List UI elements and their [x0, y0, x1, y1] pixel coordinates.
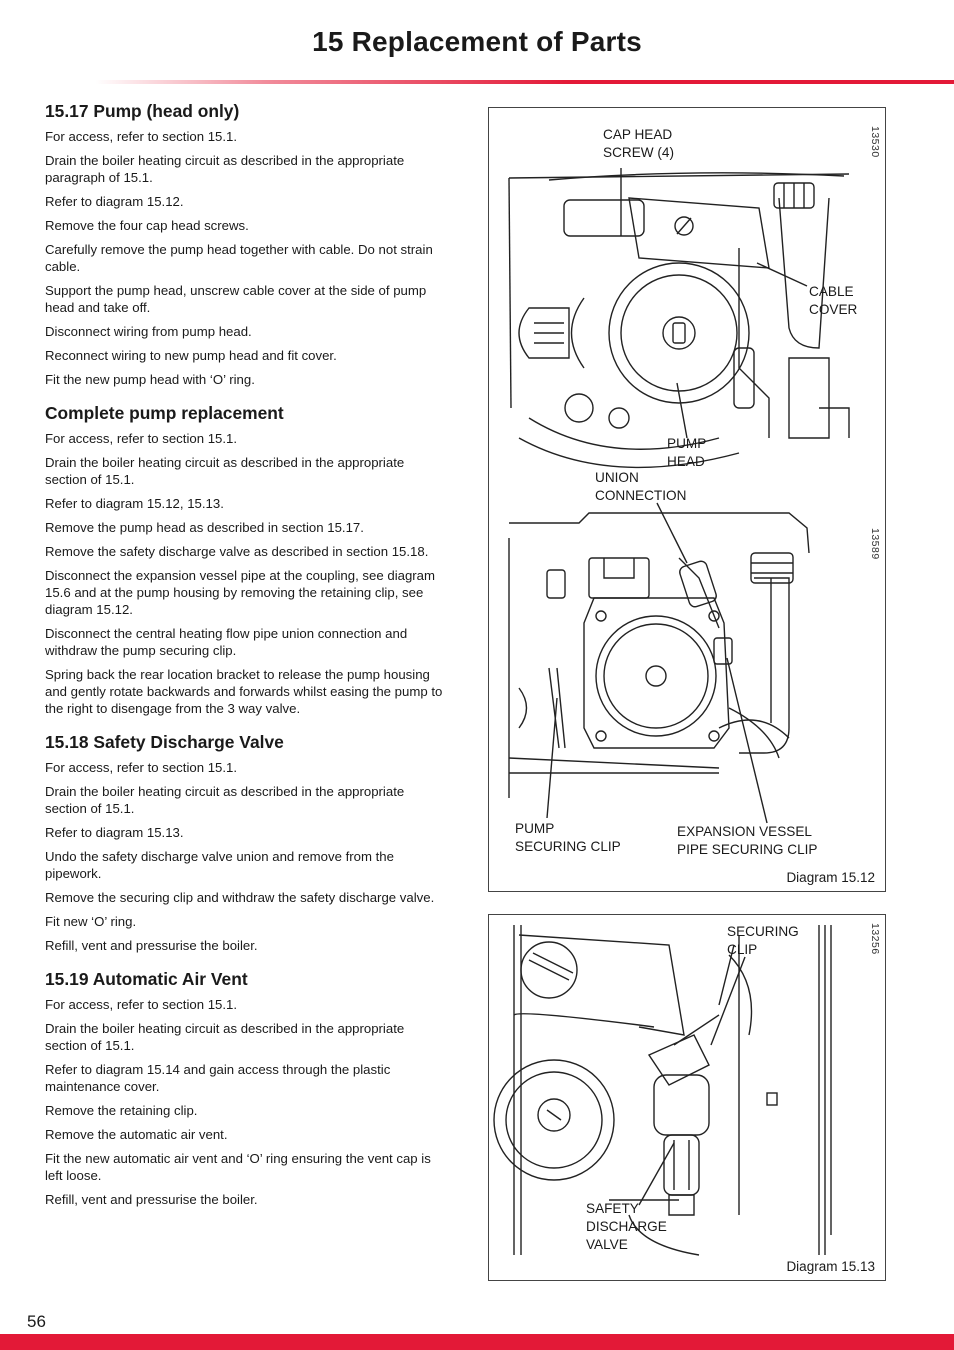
label-pump-securing-clip: PUMP SECURING CLIP — [515, 821, 621, 854]
paragraph: Drain the boiler heating circuit as desc… — [45, 784, 405, 816]
paragraph: Remove the pump head as described in sec… — [45, 520, 364, 535]
instructions-column: 15.17 Pump (head only) For access, refer… — [45, 100, 445, 1215]
paragraph: Undo the safety discharge valve union an… — [45, 849, 394, 881]
safety-valve-illustration — [493, 925, 832, 1256]
paragraph: Disconnect the expansion vessel pipe at … — [45, 568, 436, 617]
diagram-15-13: 13256 SECURING CLIP SAFETY DISCHARGE VAL… — [488, 914, 886, 1281]
paragraph: For access, refer to section 15.1. — [45, 997, 238, 1012]
paragraph: Refer to diagram 15.13. — [45, 825, 184, 840]
paragraph: Spring back the rear location bracket to… — [45, 667, 443, 716]
label-cable-cover: CABLE COVER — [809, 284, 858, 317]
section-heading: Complete pump replacement — [45, 403, 284, 423]
paragraph: Drain the boiler heating circuit as desc… — [45, 455, 405, 487]
section-safety-discharge: 15.18 Safety Discharge Valve For access,… — [45, 731, 445, 954]
paragraph: Refill, vent and pressurise the boiler. — [45, 1192, 258, 1207]
label-securing-clip: SECURING CLIP — [727, 924, 799, 957]
label-safety-discharge-valve: SAFETY DISCHARGE VALVE — [586, 1201, 667, 1252]
figure-code: 13256 — [869, 923, 881, 955]
section-pump-head: 15.17 Pump (head only) For access, refer… — [45, 100, 445, 388]
footer-bar — [0, 1334, 954, 1350]
paragraph: Remove the securing clip and withdraw th… — [45, 890, 435, 905]
paragraph: Fit the new automatic air vent and ‘O’ r… — [45, 1151, 431, 1183]
label-union-connection: UNION CONNECTION — [595, 470, 687, 503]
diagram-15-12: 13530 13589 CAP HEAD SCREW (4) CABLE COV… — [488, 107, 886, 892]
paragraph: For access, refer to section 15.1. — [45, 431, 238, 446]
paragraph: Carefully remove the pump head together … — [45, 242, 433, 274]
figure-code: 13530 — [869, 126, 881, 158]
diagram-caption: Diagram 15.12 — [786, 870, 875, 885]
section-complete-pump: Complete pump replacement For access, re… — [45, 402, 445, 717]
paragraph: Remove the four cap head screws. — [45, 218, 249, 233]
section-air-vent: 15.19 Automatic Air Vent For access, ref… — [45, 968, 445, 1208]
paragraph: Remove the safety discharge valve as des… — [45, 544, 429, 559]
paragraph: Refill, vent and pressurise the boiler. — [45, 938, 258, 953]
paragraph: Drain the boiler heating circuit as desc… — [45, 153, 405, 185]
title-divider — [95, 80, 954, 84]
paragraph: Disconnect wiring from pump head. — [45, 324, 252, 339]
paragraph: For access, refer to section 15.1. — [45, 129, 238, 144]
paragraph: Fit the new pump head with ‘O’ ring. — [45, 372, 255, 387]
diagram-caption: Diagram 15.13 — [786, 1259, 875, 1274]
paragraph: Fit new ‘O’ ring. — [45, 914, 137, 929]
label-cap-head-screw: CAP HEAD SCREW (4) — [603, 127, 674, 160]
paragraph: Remove the automatic air vent. — [45, 1127, 228, 1142]
section-heading: 15.19 Automatic Air Vent — [45, 969, 248, 989]
paragraph: Drain the boiler heating circuit as desc… — [45, 1021, 405, 1053]
paragraph: Support the pump head, unscrew cable cov… — [45, 283, 427, 315]
paragraph: Disconnect the central heating flow pipe… — [45, 626, 408, 658]
paragraph: Remove the retaining clip. — [45, 1103, 198, 1118]
page-number: 56 — [27, 1312, 46, 1331]
paragraph: Refer to diagram 15.12, 15.13. — [45, 496, 224, 511]
paragraph: Reconnect wiring to new pump head and fi… — [45, 348, 337, 363]
section-heading: 15.18 Safety Discharge Valve — [45, 732, 284, 752]
pump-illustration — [508, 168, 850, 824]
label-pump-head: PUMP HEAD — [667, 436, 707, 469]
paragraph: Refer to diagram 15.12. — [45, 194, 184, 209]
figure-code: 13589 — [869, 528, 881, 560]
section-heading: 15.17 Pump (head only) — [45, 101, 240, 121]
paragraph: Refer to diagram 15.14 and gain access t… — [45, 1062, 391, 1094]
page-title: 15 Replacement of Parts — [312, 26, 642, 57]
label-expansion-vessel-clip: EXPANSION VESSEL PIPE SECURING CLIP — [677, 824, 818, 857]
paragraph: For access, refer to section 15.1. — [45, 760, 238, 775]
